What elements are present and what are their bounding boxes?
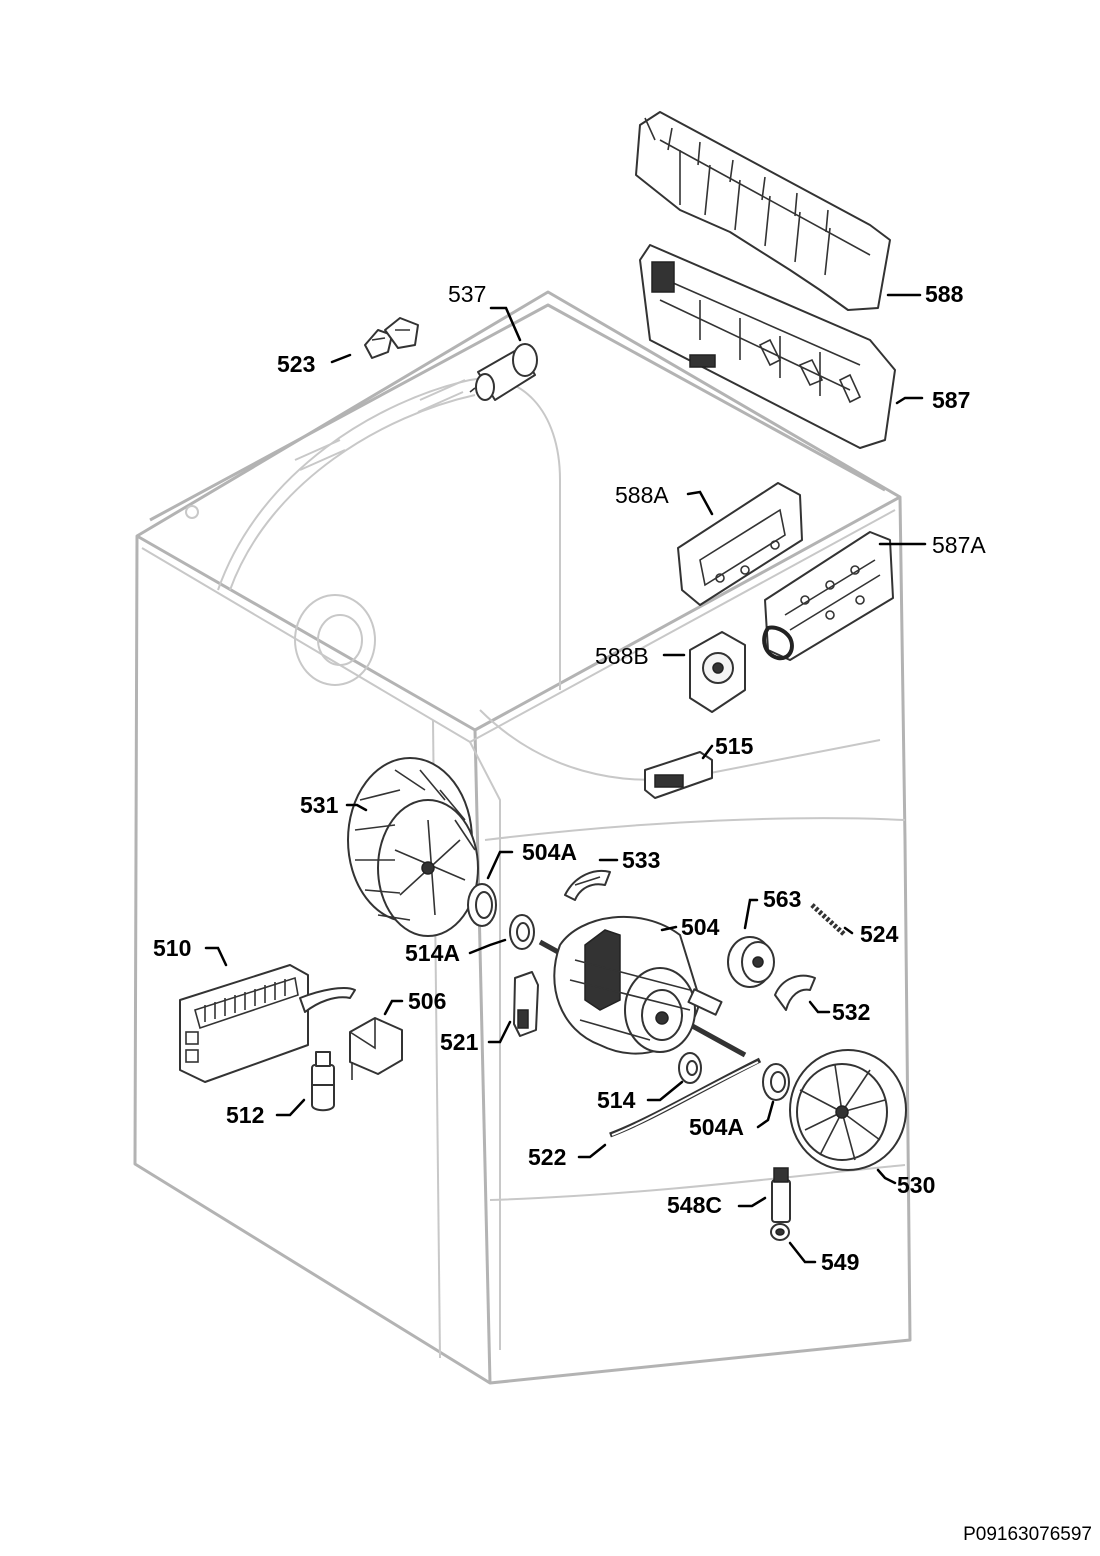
part-504-motor bbox=[538, 915, 747, 1058]
label-587: 587 bbox=[932, 387, 970, 413]
part-548C bbox=[771, 1167, 791, 1223]
part-587-control-board bbox=[639, 244, 896, 449]
label-510: 510 bbox=[153, 935, 191, 961]
label-587A: 587A bbox=[932, 532, 986, 558]
part-515 bbox=[644, 751, 713, 799]
part-588-cover bbox=[635, 111, 891, 311]
part-512 bbox=[311, 1051, 335, 1112]
part-587A-board bbox=[762, 531, 894, 661]
part-549 bbox=[770, 1223, 790, 1241]
label-504A-top: 504A bbox=[522, 839, 577, 865]
callout-labels: 537 523 588 587 588A 587A 588B 515 531 5… bbox=[153, 281, 986, 1275]
label-588A: 588A bbox=[615, 482, 669, 508]
part-514A-bearing bbox=[509, 914, 535, 950]
part-504A-ring-top bbox=[467, 883, 497, 927]
label-512: 512 bbox=[226, 1102, 264, 1128]
label-537: 537 bbox=[448, 281, 486, 307]
part-588B-switch bbox=[689, 631, 746, 713]
label-531: 531 bbox=[300, 792, 339, 818]
part-588A-plate bbox=[677, 482, 803, 606]
label-522: 522 bbox=[528, 1144, 566, 1170]
part-514-bearing bbox=[678, 1052, 702, 1084]
part-537-capacitor bbox=[469, 343, 538, 401]
label-549: 549 bbox=[821, 1249, 859, 1275]
label-530: 530 bbox=[897, 1172, 935, 1198]
part-530-fan bbox=[789, 1049, 907, 1171]
document-id: P09163076597 bbox=[963, 1524, 1092, 1545]
label-588B: 588B bbox=[595, 643, 649, 669]
label-523: 523 bbox=[277, 351, 315, 377]
label-514A: 514A bbox=[405, 940, 460, 966]
label-504A-bottom: 504A bbox=[689, 1114, 744, 1140]
part-533-bracket bbox=[564, 870, 611, 901]
part-522-belt bbox=[609, 1057, 762, 1138]
label-563: 563 bbox=[763, 886, 801, 912]
part-563-pulley bbox=[727, 936, 775, 988]
part-524-spring bbox=[810, 903, 847, 937]
part-523-clip bbox=[364, 317, 419, 359]
part-510-heater bbox=[179, 964, 356, 1083]
label-548C: 548C bbox=[667, 1192, 722, 1218]
label-521: 521 bbox=[440, 1029, 479, 1055]
part-532-bracket bbox=[774, 974, 816, 1011]
label-504: 504 bbox=[681, 914, 720, 940]
label-588: 588 bbox=[925, 281, 964, 307]
part-504A-ring-bottom bbox=[762, 1063, 790, 1101]
label-506: 506 bbox=[408, 988, 446, 1014]
label-515: 515 bbox=[715, 733, 754, 759]
label-524: 524 bbox=[860, 921, 899, 947]
part-506-relay bbox=[349, 1017, 403, 1080]
label-514: 514 bbox=[597, 1087, 636, 1113]
leader-lines bbox=[204, 293, 927, 1264]
label-533: 533 bbox=[622, 847, 660, 873]
label-532: 532 bbox=[832, 999, 870, 1025]
part-531-wheel bbox=[347, 757, 479, 937]
cabinet bbox=[133, 290, 912, 1385]
part-521 bbox=[513, 971, 539, 1037]
